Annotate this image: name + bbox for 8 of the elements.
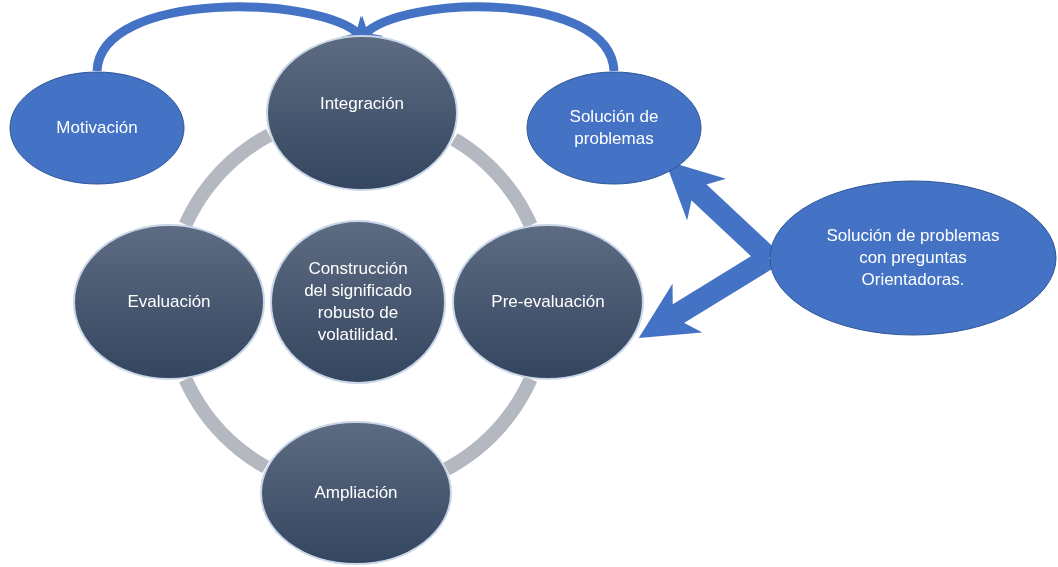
node-label: Solución de problemas <box>568 105 660 150</box>
node-label: Motivación <box>56 116 138 139</box>
node-label: Solución de problemas con preguntas Orientadoras. <box>825 224 1001 292</box>
node-label: Evaluación <box>127 290 211 313</box>
node-label: Construcción del significado robusto de volatilidad. <box>303 257 413 347</box>
node-label: Ampliación <box>314 481 398 504</box>
node-label: Pre-evaluación <box>491 290 605 313</box>
node-label: Integración <box>319 92 405 115</box>
